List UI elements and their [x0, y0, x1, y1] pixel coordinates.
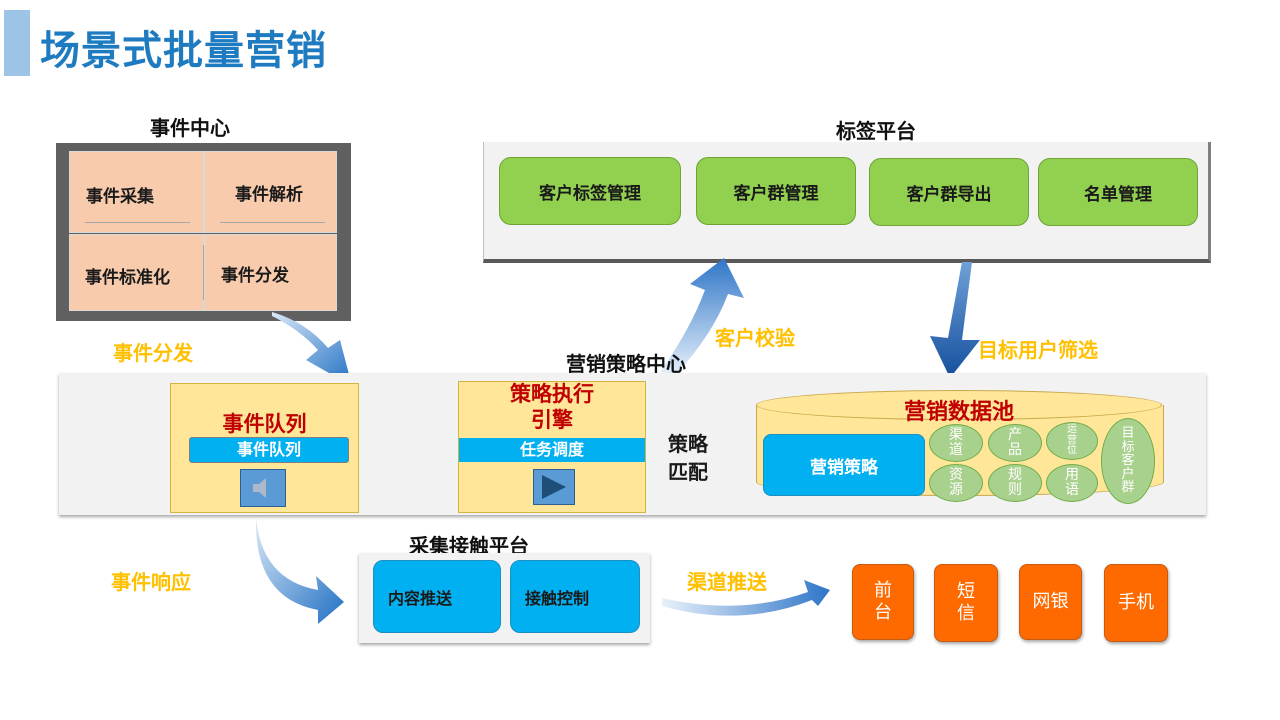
page-title: 场景式批量营销: [40, 28, 327, 74]
event-response-arrow: [255, 518, 344, 624]
divider: [220, 222, 325, 223]
channel-netbank[interactable]: 网银: [1019, 564, 1082, 640]
target-filter-arrow: [930, 262, 980, 378]
strategy-match-line1: 策略: [668, 432, 708, 456]
wording-oval[interactable]: 用 语: [1046, 464, 1098, 502]
task-schedule-strip: 任务调度: [459, 438, 645, 462]
channel-mobile[interactable]: 手机: [1104, 564, 1168, 642]
rule-oval[interactable]: 规 则: [988, 464, 1042, 502]
event-queue-box[interactable]: 事件队列 事件队列: [170, 383, 359, 513]
engine-title-line2: 引擎: [531, 408, 573, 432]
channel-counter[interactable]: 前 台: [852, 564, 914, 640]
event-cell-label: 事件采集: [86, 187, 154, 207]
strategy-match-line2: 匹配: [668, 460, 708, 484]
customer-check-label: 客户校验: [715, 326, 795, 350]
title-accent-bar: [4, 10, 30, 76]
target-group-oval[interactable]: 目 标 客 户 群: [1101, 418, 1155, 504]
event-queue-strip: 事件队列: [189, 437, 349, 463]
marketing-strategy-block[interactable]: 营销策略: [763, 434, 925, 496]
event-cell-label: 事件解析: [235, 185, 303, 205]
customer-group-export-button[interactable]: 客户群导出: [869, 158, 1029, 226]
customer-group-button[interactable]: 客户群管理: [696, 157, 856, 225]
channel-push-label: 渠道推送: [687, 570, 767, 594]
event-cell-parse[interactable]: 事件解析: [204, 151, 337, 233]
strategy-engine-box[interactable]: 策略执行 引擎 任务调度: [458, 381, 646, 513]
engine-title-line1: 策略执行: [510, 382, 594, 406]
channel-push-arrow: [662, 580, 830, 616]
event-queue-title: 事件队列: [222, 412, 307, 436]
tag-platform-heading: 标签平台: [836, 119, 916, 143]
event-center-heading: 事件中心: [150, 116, 230, 140]
data-pool-title: 营销数据池: [903, 400, 1014, 425]
collect-platform-panel: 内容推送 接触控制: [359, 553, 650, 643]
operation-slot-oval[interactable]: 运 营 位: [1046, 422, 1098, 460]
divider: [85, 222, 190, 223]
customer-check-arrow: [660, 258, 744, 374]
list-management-button[interactable]: 名单管理: [1038, 158, 1198, 226]
event-cell-standardize[interactable]: 事件标准化: [69, 234, 204, 311]
event-center-panel: 事件采集 事件解析 事件标准化 事件分发: [56, 143, 351, 321]
event-dispatch-label: 事件分发: [113, 341, 193, 365]
tag-platform-panel: 客户标签管理 客户群管理 客户群导出 名单管理: [483, 142, 1211, 263]
event-cell-collect[interactable]: 事件采集: [69, 151, 204, 233]
channel-oval[interactable]: 渠 道: [929, 424, 983, 462]
event-cell-label: 事件标准化: [85, 268, 170, 288]
content-push-button[interactable]: 内容推送: [373, 560, 501, 633]
target-filter-label: 目标用户筛选: [978, 338, 1098, 362]
speaker-icon[interactable]: [240, 469, 286, 507]
event-cell-dispatch[interactable]: 事件分发: [204, 234, 337, 311]
data-pool-drum-top: [756, 390, 1162, 420]
resource-oval[interactable]: 资 源: [929, 464, 983, 502]
strategy-center-heading: 营销策略中心: [566, 352, 686, 376]
event-dispatch-arrow: [272, 312, 352, 386]
contact-control-button[interactable]: 接触控制: [510, 560, 640, 633]
event-response-label: 事件响应: [111, 570, 191, 594]
customer-tag-button[interactable]: 客户标签管理: [499, 157, 681, 225]
event-cell-label: 事件分发: [221, 266, 289, 286]
product-oval[interactable]: 产 品: [988, 424, 1042, 462]
channel-sms[interactable]: 短 信: [934, 564, 998, 642]
divider: [203, 245, 204, 300]
play-icon[interactable]: [533, 469, 575, 505]
